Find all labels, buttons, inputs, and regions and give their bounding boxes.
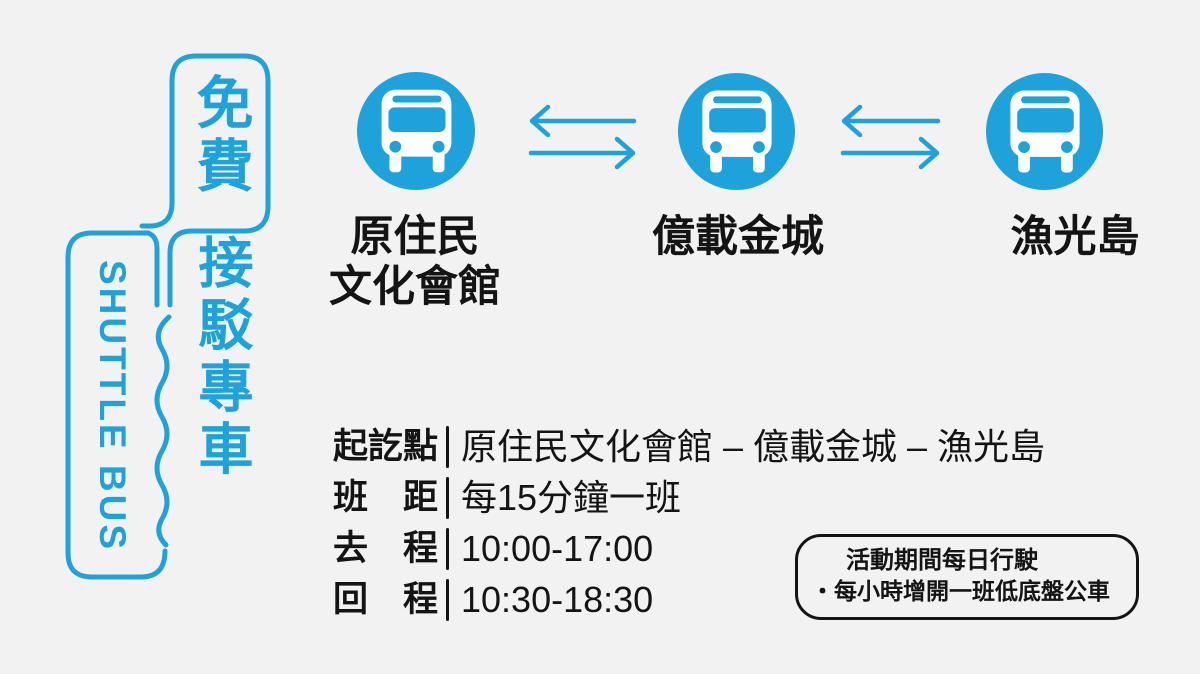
bus-icon (678, 73, 795, 190)
bus-icon (357, 72, 475, 190)
schedule-row-endpoints: 起訖點 原住民文化會館 – 億載金城 – 漁光島 (333, 421, 1045, 472)
right-arrow-icon (528, 136, 636, 170)
double-arrow-icon (840, 104, 941, 170)
separator-bar (446, 578, 449, 621)
note-detail-text: 每小時增開一班低底盤公車 (834, 578, 1110, 604)
left-arrow-icon (841, 104, 941, 138)
schedule-row-value: 10:00-17:00 (461, 527, 654, 569)
schedule-row-headway: 班 距 每15分鐘一班 (333, 472, 1045, 523)
shuttle-label: 接駁專車 (190, 234, 252, 482)
station-name-line: 漁光島 (1010, 213, 1140, 261)
free-capsule-frame (139, 53, 271, 548)
schedule-row-value: 每15分鐘一班 (461, 476, 682, 518)
left-arrow-icon (529, 104, 637, 138)
shuttle-bus-english-label: SHUTTLE BUS (92, 260, 133, 552)
station-name-line: 原住民 (350, 213, 480, 261)
station-label-yuguang-island: 漁光島 (925, 212, 1200, 262)
station-label-cultural-hall: 原住民 文化會館 (265, 212, 565, 312)
schedule-row-return: 回 程 10:30-18:30 (333, 574, 1045, 625)
separator-bar (446, 476, 449, 519)
station-label-golden-castle: 億載金城 (588, 212, 888, 262)
note-detail: ・每小時增開一班低底盤公車 (811, 577, 1136, 606)
schedule-row-value: 原住民文化會館 – 億載金城 – 漁光島 (461, 425, 1046, 467)
double-arrow-icon (528, 104, 637, 170)
separator-bar (446, 425, 449, 468)
station-name-line: 億載金城 (652, 213, 824, 261)
free-label: 免費 (188, 73, 252, 199)
schedule-row-label: 去 程 (333, 529, 439, 568)
schedule-row-label: 起訖點 (333, 427, 439, 466)
schedule-row-label: 回 程 (333, 580, 439, 619)
right-arrow-icon (840, 136, 940, 170)
shuttle-box-frame (65, 230, 168, 580)
schedule-row-label: 班 距 (333, 478, 439, 517)
note-title: 活動期間每日行駛 (846, 547, 1038, 574)
station-name-line: 文化會館 (329, 263, 501, 311)
service-note-box: 活動期間每日行駛 ・每小時增開一班低底盤公車 (795, 534, 1139, 620)
bus-icon (986, 73, 1103, 190)
schedule-row-outbound: 去 程 10:00-17:00 (333, 523, 1045, 574)
bullet-icon: ・ (811, 578, 834, 604)
schedule-row-value: 10:30-18:30 (461, 578, 654, 620)
schedule-table: 起訖點 原住民文化會館 – 億載金城 – 漁光島 班 距 每15分鐘一班 去 程… (333, 421, 1045, 625)
separator-bar (446, 527, 449, 570)
